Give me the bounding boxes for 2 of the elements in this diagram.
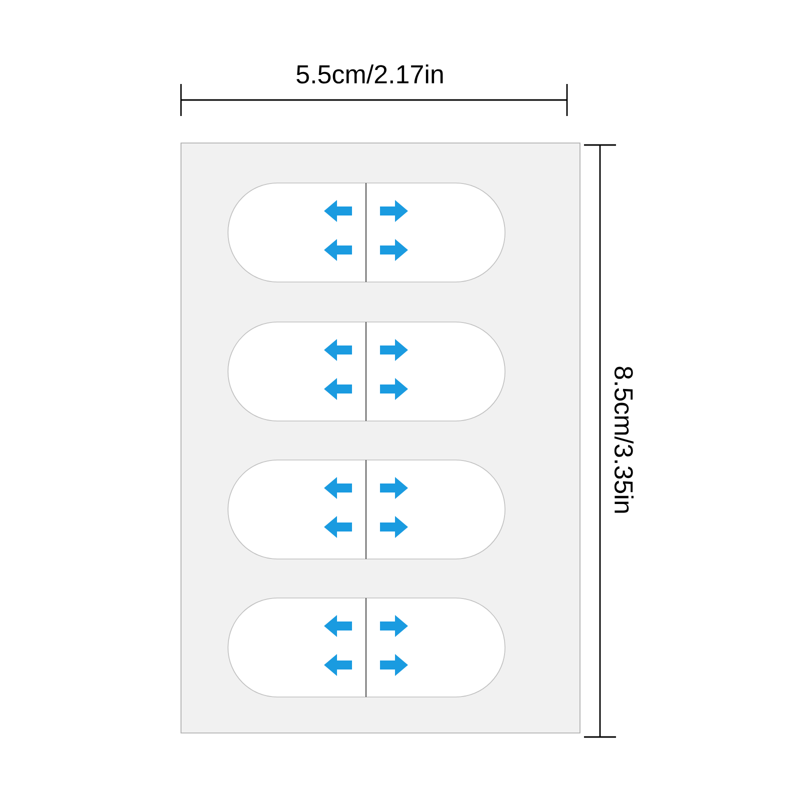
dimension-label: 8.5cm/3.35in <box>614 366 634 513</box>
dimension-label: 5.5cm/2.17in <box>296 64 443 84</box>
